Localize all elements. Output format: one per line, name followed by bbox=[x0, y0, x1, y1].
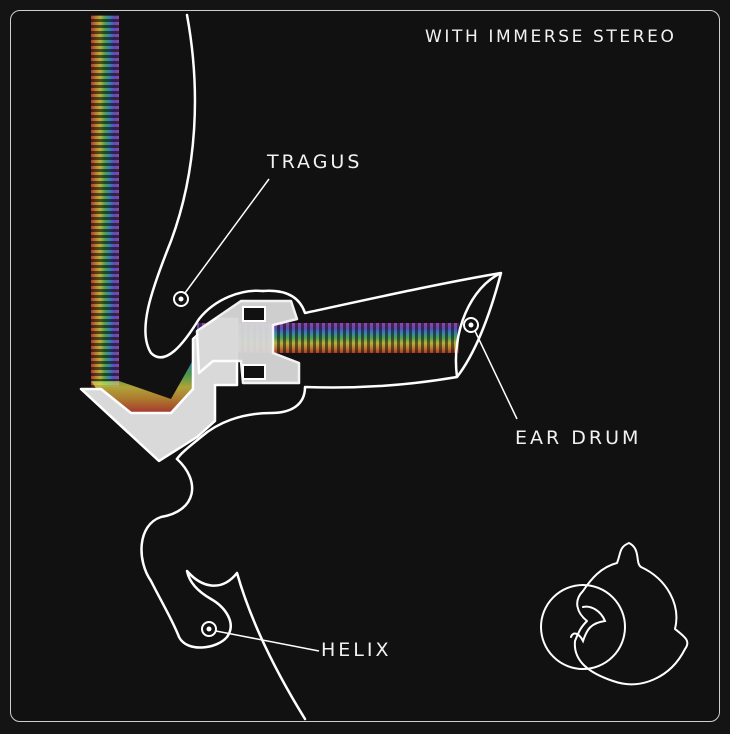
earbud-nozzle bbox=[195, 299, 301, 385]
ear-canal-diagram bbox=[79, 13, 689, 721]
ear-drum-pointer bbox=[463, 317, 518, 420]
diagram-title: WITH IMMERSE STEREO bbox=[425, 27, 677, 47]
sound-beam-bend bbox=[91, 335, 229, 413]
ear-drum-label: EAR DRUM bbox=[515, 427, 642, 449]
tragus-outline bbox=[144, 13, 265, 359]
head-orientation-icon bbox=[540, 542, 689, 686]
tragus-label: TRAGUS bbox=[267, 151, 363, 173]
helix-label: HELIX bbox=[321, 639, 392, 661]
helix-pointer bbox=[201, 621, 320, 652]
ear-canal-outline bbox=[175, 271, 503, 461]
diagram-frame: WITH IMMERSE STEREO TRAGUS EAR DRUM HELI… bbox=[10, 10, 720, 722]
tragus-pointer bbox=[173, 178, 270, 307]
ear-drum-membrane bbox=[454, 271, 502, 378]
helix-outline bbox=[140, 457, 307, 721]
